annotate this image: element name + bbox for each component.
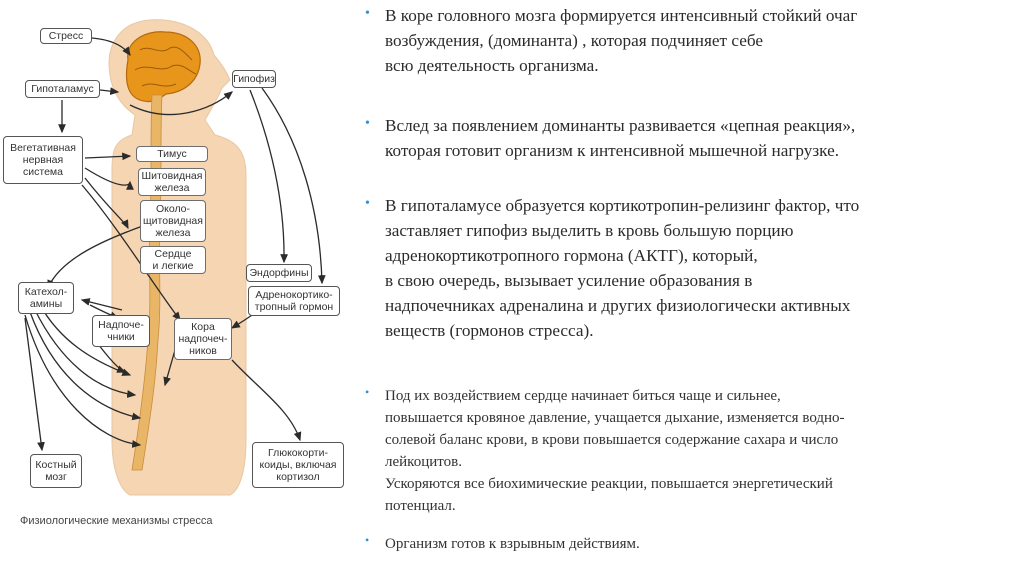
adrenal-cortex-line: ников bbox=[189, 345, 217, 357]
adrenal-cortex-line: Кора bbox=[191, 321, 215, 333]
paragraph-text: В гипоталамусе образуется кортикотропин-… bbox=[385, 193, 859, 343]
label-adrenal-cortex: Кора надпочеч- ников bbox=[174, 318, 232, 360]
vegetative-line: Вегетативная bbox=[10, 142, 76, 154]
text-line: в свою очередь, вызывает усиление образо… bbox=[385, 271, 753, 290]
adrenal-cortex-line: надпочеч- bbox=[178, 333, 228, 345]
text-line: возбуждения, (доминанта) , которая подчи… bbox=[385, 31, 763, 50]
brain-folds bbox=[134, 46, 197, 87]
label-hypothalamus-text: Гипоталамус bbox=[31, 83, 94, 95]
label-glucocorticoids: Глюкокорти- коиды, включая кортизол bbox=[252, 442, 344, 488]
paragraph-text: Под их воздействием сердце начинает бить… bbox=[385, 385, 845, 517]
label-hypothalamus: Гипоталамус bbox=[25, 80, 100, 98]
bone-marrow-line: Костный bbox=[35, 459, 77, 471]
vegetative-line: система bbox=[23, 166, 63, 178]
parathyroid-line: щитовидная bbox=[143, 215, 203, 227]
label-endorphins-text: Эндорфины bbox=[249, 267, 309, 279]
text-line: Организм готов к взрывным действиям. bbox=[385, 536, 640, 552]
label-pituitary: Гипофиз bbox=[232, 70, 276, 88]
glucocorticoids-line: коиды, включая bbox=[259, 459, 337, 471]
explanation-text: • В коре головного мозга формируется инт… bbox=[365, 0, 1020, 574]
text-line: Под их воздействием сердце начинает бить… bbox=[385, 388, 781, 404]
catecholamines-line: Катехол- bbox=[24, 286, 68, 298]
label-pituitary-text: Гипофиз bbox=[233, 73, 275, 85]
label-heart-lungs: Сердце и легкие bbox=[140, 246, 206, 274]
thyroid-line: Шитовидная bbox=[141, 170, 203, 182]
stress-diagram: Стресс Гипоталамус Гипофиз Вегетативная … bbox=[0, 0, 360, 574]
heart-lungs-line: и легкие bbox=[152, 260, 194, 272]
bone-marrow-line: мозг bbox=[45, 471, 67, 483]
heart-lungs-line: Сердце bbox=[154, 248, 192, 260]
text-line: веществ (гормонов стресса). bbox=[385, 321, 594, 340]
label-vegetative: Вегетативная нервная система bbox=[3, 136, 83, 184]
acth-line: Адренокортико- bbox=[255, 289, 333, 301]
text-line: потенциал. bbox=[385, 498, 456, 514]
adrenal-medulla-line: чники bbox=[107, 331, 135, 343]
acth-line: тропный гормон bbox=[254, 301, 334, 313]
label-bone-marrow: Костный мозг bbox=[30, 454, 82, 488]
text-line: В коре головного мозга формируется интен… bbox=[385, 6, 858, 25]
glucocorticoids-line: Глюкокорти- bbox=[268, 447, 328, 459]
adrenal-medulla-line: Надпоче- bbox=[98, 319, 144, 331]
diagram-caption: Физиологические механизмы стресса bbox=[20, 515, 213, 527]
label-acth: Адренокортико- тропный гормон bbox=[248, 286, 340, 316]
text-line: всю деятельность организма. bbox=[385, 56, 599, 75]
label-catecholamines: Катехол- амины bbox=[18, 282, 74, 314]
vegetative-line: нервная bbox=[22, 154, 64, 166]
bullet-icon: • bbox=[365, 196, 370, 211]
bullet-icon: • bbox=[365, 385, 370, 399]
glucocorticoids-line: кортизол bbox=[276, 471, 320, 483]
parathyroid-line: Около- bbox=[155, 203, 191, 215]
text-line: Ускоряются все биохимические реакции, по… bbox=[385, 476, 833, 492]
parathyroid-line: железа bbox=[155, 227, 191, 239]
paragraph-text: В коре головного мозга формируется интен… bbox=[385, 3, 857, 78]
text-line: заставляет гипофиз выделить в кровь боль… bbox=[385, 221, 794, 240]
text-line: Вслед за появлением доминанты развиваетс… bbox=[385, 116, 856, 135]
label-parathyroid: Около- щитовидная железа bbox=[140, 200, 206, 242]
bullet-icon: • bbox=[365, 533, 370, 547]
bullet-icon: • bbox=[365, 116, 370, 131]
label-thymus-text: Тимус bbox=[157, 148, 187, 160]
text-line: повышается кровяное давление, учащается … bbox=[385, 410, 845, 426]
bullet-icon: • bbox=[365, 6, 370, 21]
text-line: В гипоталамусе образуется кортикотропин-… bbox=[385, 196, 860, 215]
label-stress: Стресс bbox=[40, 28, 92, 44]
text-line: адренокортикотропного гормона (АКТГ), ко… bbox=[385, 246, 758, 265]
text-line: лейкоцитов. bbox=[385, 454, 462, 470]
label-adrenal-medulla: Надпоче- чники bbox=[92, 315, 150, 347]
text-line: которая готовит организм к интенсивной м… bbox=[385, 141, 839, 160]
thyroid-line: железа bbox=[154, 182, 190, 194]
label-stress-text: Стресс bbox=[48, 30, 84, 42]
text-line: солевой баланс крови, в крови повышается… bbox=[385, 432, 839, 448]
label-thyroid: Шитовидная железа bbox=[138, 168, 206, 196]
catecholamines-line: амины bbox=[29, 298, 63, 310]
text-line: надпочечниках адреналина и других физиол… bbox=[385, 296, 851, 315]
label-thymus: Тимус bbox=[136, 146, 208, 162]
paragraph-text: Вслед за появлением доминанты развиваетс… bbox=[385, 113, 855, 163]
paragraph-text: Организм готов к взрывным действиям. bbox=[385, 533, 640, 555]
brain bbox=[125, 31, 201, 103]
label-endorphins: Эндорфины bbox=[246, 264, 312, 282]
